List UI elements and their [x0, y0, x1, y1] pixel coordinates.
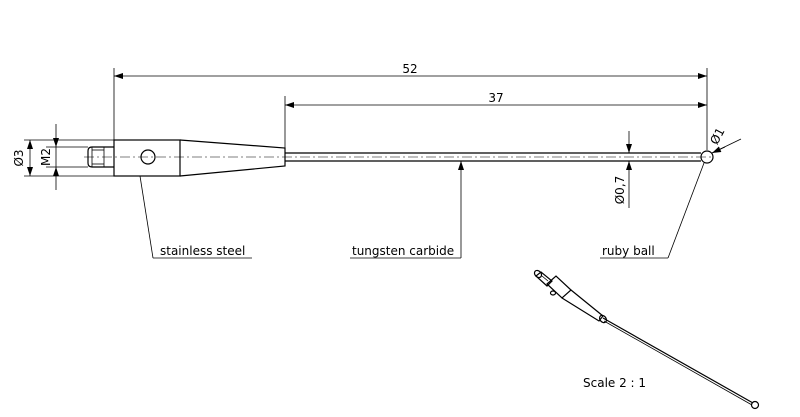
label-body-material: stainless steel [160, 244, 245, 258]
dimension-stem-length: 37 [284, 91, 707, 148]
label-stem-material: tungsten carbide [352, 244, 454, 258]
iso-ruby-ball [750, 400, 760, 410]
stylus-side-view [84, 139, 714, 177]
dimension-stem-diameter-text: Ø0,7 [613, 176, 627, 205]
stylus-isometric-view [533, 269, 760, 410]
body-taper [179, 139, 286, 177]
label-tip-material: ruby ball [602, 244, 655, 258]
dimension-stem-diameter: Ø0,7 [613, 131, 632, 208]
dimension-ball-diameter: Ø1 [707, 125, 742, 154]
dimension-overall-length: 52 [113, 62, 708, 150]
body-cylinder [113, 139, 181, 177]
iso-cross-hole [549, 290, 557, 296]
cross-hole [140, 149, 156, 165]
ruby-ball [700, 150, 714, 164]
label-stainless-steel: stainless steel [139, 175, 252, 259]
dimension-overall-length-text: 52 [402, 62, 417, 76]
iso-taper [561, 289, 604, 322]
thread-end [87, 146, 114, 168]
iso-stem [602, 317, 754, 404]
dimension-ball-diameter-text: Ø1 [707, 125, 727, 147]
label-ruby-ball: ruby ball [600, 162, 705, 259]
dimension-body-diameter-text: Ø3 [12, 149, 26, 166]
dimension-diameter-left: Ø3 M2 [12, 124, 114, 190]
scale-label: Scale 2 : 1 [583, 376, 646, 390]
dimension-stem-length-text: 37 [488, 91, 503, 105]
label-tungsten-carbide: tungsten carbide [350, 161, 464, 259]
dimension-thread-text: M2 [39, 148, 53, 166]
